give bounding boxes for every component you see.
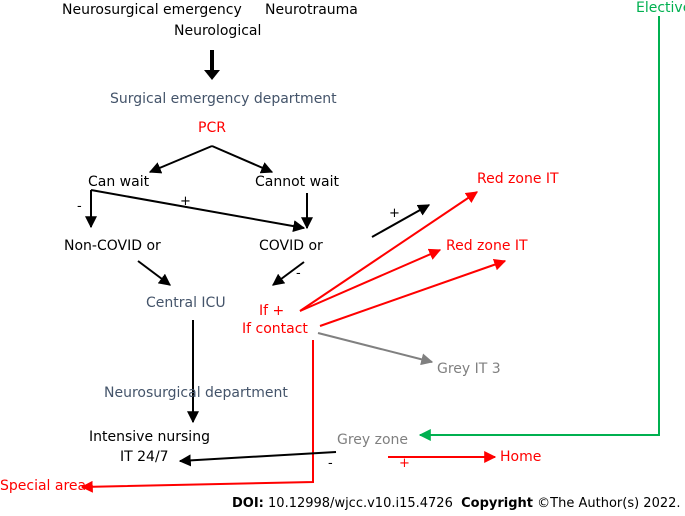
sign-minus-can-wait: - [77, 199, 82, 214]
arrow-if-plus-to-red-zone-2 [299, 248, 442, 312]
footer-doi-label: DOI: [232, 496, 264, 511]
arrow-if-plus-to-red-zone-1 [299, 191, 478, 312]
arrow-elective-to-grey-zone [418, 16, 660, 441]
label-intensive-nursing: Intensive nursing [89, 429, 210, 445]
label-grey-zone: Grey zone [337, 432, 409, 448]
label-home: Home [500, 449, 542, 465]
arrowhead-neurological [204, 70, 220, 80]
footer-doi-value: 10.12998/wjcc.v10.i15.4726 [268, 496, 453, 511]
arrow-covid-to-if-plus [272, 261, 305, 286]
label-red-zone-it-1: Red zone IT [477, 171, 559, 187]
label-can-wait: Can wait [88, 174, 150, 190]
label-pcr: PCR [198, 120, 226, 136]
arrow-grey-zone-to-it-24-7 [178, 451, 337, 467]
arrow-if-contact-to-special-area [80, 340, 314, 493]
label-special-area: Special area [0, 478, 87, 494]
label-non-covid: Non-COVID or [64, 238, 161, 254]
footer-copyright-text: ©The Author(s) 2022. [537, 496, 681, 511]
label-grey-it-3: Grey IT 3 [437, 361, 501, 377]
label-it-24-7: IT 24/7 [120, 449, 169, 465]
label-surgical-emergency-department: Surgical emergency department [110, 91, 337, 107]
footer-copyright-label: Copyright [461, 496, 534, 511]
label-elective: Elective [636, 0, 685, 16]
label-neurosurgical-department: Neurosurgical department [104, 385, 288, 401]
arrow-covid-plus [371, 204, 431, 238]
label-if-plus: If + [259, 303, 285, 319]
arrow-non-covid-to-icu [137, 260, 171, 286]
sign-plus-can-wait: + [180, 194, 191, 209]
arrow-pcr-to-cannot-wait [211, 145, 274, 174]
arrow-if-contact-to-red-zone-2 [319, 258, 507, 327]
label-red-zone-it-2: Red zone IT [446, 238, 528, 254]
arrow-can-wait-to-covid [90, 189, 306, 233]
arrow-if-contact-to-grey-it-3 [317, 332, 434, 366]
sign-plus-grey-zone: + [399, 456, 410, 471]
sign-minus-grey-zone: - [328, 456, 333, 471]
sign-minus-covid: - [296, 266, 301, 281]
label-neurological: Neurological [174, 23, 262, 39]
arrow-pcr-to-can-wait [148, 145, 213, 174]
footer-citation: DOI: 10.12998/wjcc.v10.i15.4726 Copyrigh… [232, 496, 681, 512]
label-cannot-wait: Cannot wait [255, 174, 340, 190]
label-neurotrauma: Neurotrauma [265, 2, 358, 18]
label-neurosurgical-emergency: Neurosurgical emergency [62, 2, 242, 18]
label-central-icu: Central ICU [146, 295, 226, 311]
label-covid: COVID or [259, 238, 323, 254]
label-if-contact: If contact [242, 321, 308, 337]
sign-plus-covid: + [389, 206, 400, 221]
